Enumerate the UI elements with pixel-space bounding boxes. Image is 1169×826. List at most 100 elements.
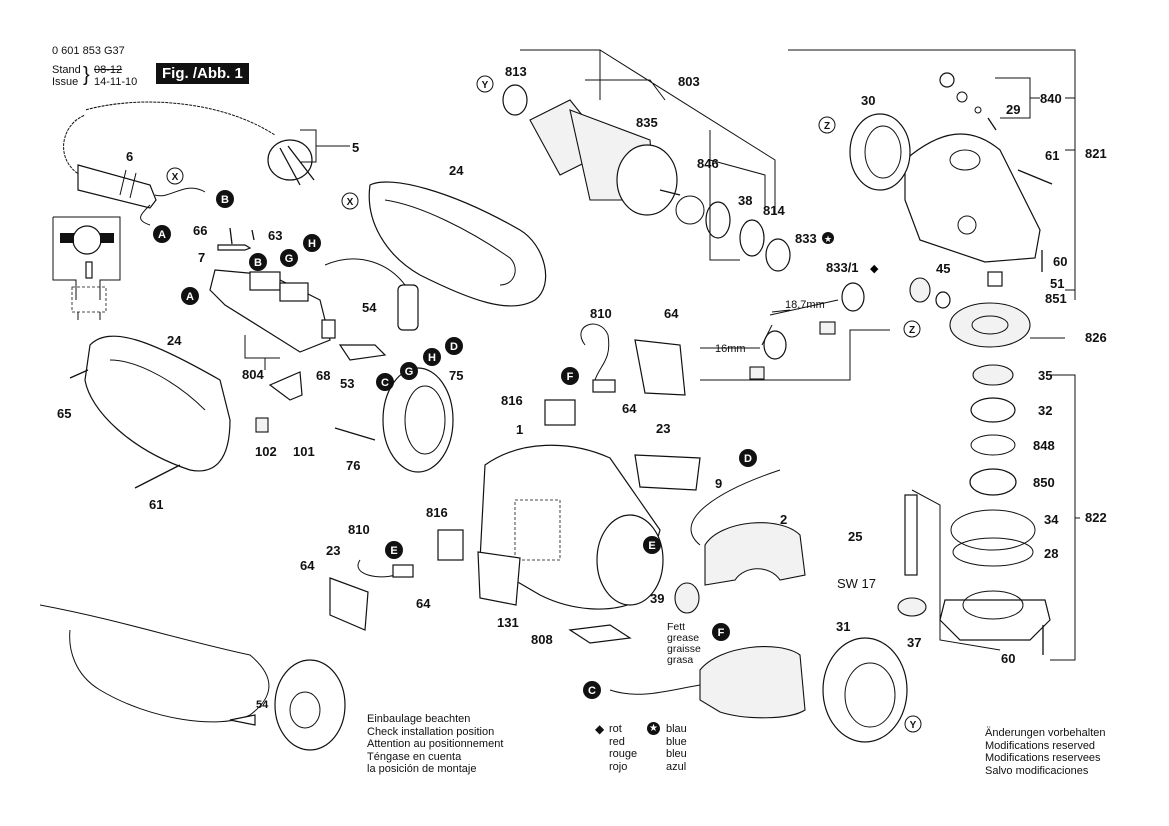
brush-insert-part-lower xyxy=(749,366,765,380)
svg-text:Z: Z xyxy=(909,325,915,336)
svg-text:B: B xyxy=(221,194,229,206)
part-label-101: 101 xyxy=(293,444,315,459)
install-note-line: Check installation position xyxy=(367,725,495,738)
connector-h: H xyxy=(303,234,321,252)
bearing-cap-part-39 xyxy=(674,582,700,614)
stand-label: Stand xyxy=(52,64,81,76)
svg-text:A: A xyxy=(186,291,194,303)
crown-gear-part-826 xyxy=(949,302,1031,348)
part-label-131: 131 xyxy=(497,615,519,630)
part-label-60b: 60 xyxy=(1001,651,1015,666)
ref-mark-x-cord: X xyxy=(166,167,184,185)
part-label-66: 66 xyxy=(193,223,207,238)
diamond-icon: ◆ xyxy=(595,722,605,736)
field-lead-c xyxy=(609,684,701,695)
part-label-808: 808 xyxy=(531,632,553,647)
label-part-808 xyxy=(568,624,632,644)
dimension-line-b xyxy=(700,324,773,349)
part-label-32: 32 xyxy=(1038,403,1052,418)
legend-red-label: rot xyxy=(609,723,622,735)
connector-f-field: F xyxy=(712,623,730,641)
part-label-51: 51 xyxy=(1050,276,1064,291)
part-label-803: 803 xyxy=(678,74,700,89)
part-label-2: 2 xyxy=(780,512,787,527)
install-note-line: la posición de montaje xyxy=(367,763,477,775)
svg-text:H: H xyxy=(308,238,316,250)
svg-text:F: F xyxy=(567,371,574,383)
wiring-schematic xyxy=(52,216,121,320)
cable-clamp-part-7 xyxy=(217,244,252,251)
carbon-brush-part-lower xyxy=(392,564,414,578)
svg-text:G: G xyxy=(285,253,294,265)
screw-76 xyxy=(334,427,376,441)
modifications-line: Modifications reservees xyxy=(985,752,1101,764)
svg-text:X: X xyxy=(347,197,354,208)
part-label-61: 61 xyxy=(149,497,163,512)
screw-61 xyxy=(1017,169,1053,185)
bearing-part-37 xyxy=(897,597,927,617)
washer-part xyxy=(705,201,731,239)
bevel-gear-part-30 xyxy=(849,113,911,191)
legend-red-label: rouge xyxy=(609,748,638,760)
part-label-45: 45 xyxy=(936,261,950,276)
ref-mark-x-housing: X xyxy=(341,192,359,210)
part-label-816: 816 xyxy=(501,393,523,408)
spindle-part-25 xyxy=(904,494,918,576)
armature-part xyxy=(502,84,681,216)
reference-marks: X X Y Y Z Z xyxy=(166,75,922,733)
air-guide-ring-part-31 xyxy=(822,637,908,743)
brush-holder-part-75 xyxy=(382,367,454,473)
brush-holder-part-816 xyxy=(544,399,576,426)
install-note-line: Attention au positionnement xyxy=(367,738,504,750)
part-label-814: 814 xyxy=(763,203,785,218)
part-label-840: 840 xyxy=(1040,91,1062,106)
part-label-851: 851 xyxy=(1045,291,1067,306)
field-coil-part-upper xyxy=(704,522,806,586)
connector-a: A xyxy=(153,225,171,243)
cord-grommet-part xyxy=(77,164,157,209)
lock-button-part-101 xyxy=(268,371,303,401)
legend-red-label: red xyxy=(609,735,625,748)
screw-63 xyxy=(251,229,255,241)
capacitor-part xyxy=(324,258,419,331)
part-label-813: 813 xyxy=(505,64,527,79)
leader-822 xyxy=(1050,374,1080,661)
spindle-lock-cap-part xyxy=(939,72,955,88)
part-label-30: 30 xyxy=(861,93,875,108)
part-label-64d: 64 xyxy=(416,596,431,611)
ref-mark-z-bearing: Z xyxy=(903,320,921,338)
connector-c-field: C xyxy=(583,681,601,699)
ball-bearing-part-814 xyxy=(765,238,791,272)
stand-date: 08-12 xyxy=(94,64,123,76)
o-ring-part-29 xyxy=(974,106,982,114)
nut-part-45 xyxy=(935,291,951,309)
install-note-line: Téngase en cuenta xyxy=(367,750,462,763)
install-note: Einbaulage beachten Check installation p… xyxy=(367,713,503,776)
svg-text:G: G xyxy=(405,366,414,378)
spring-part-102 xyxy=(255,417,269,433)
svg-text:E: E xyxy=(390,545,397,557)
rear-housing-part-lower xyxy=(69,335,231,489)
leader-821 xyxy=(788,49,1076,300)
part-label-9: 9 xyxy=(715,476,722,491)
lock-pin-part xyxy=(987,117,997,131)
brush-insert-part xyxy=(819,321,836,335)
legend-red-label: rojo xyxy=(609,760,628,773)
plug-part xyxy=(267,139,315,186)
part-label-53: 53 xyxy=(340,376,354,391)
part-label-816b: 816 xyxy=(426,505,448,520)
dimension-18-7mm: 18,7mm xyxy=(785,299,825,311)
carbon-brush-lead-810 xyxy=(580,323,610,381)
svg-text:Y: Y xyxy=(910,720,917,731)
ref-mark-y-airguide: Y xyxy=(904,715,922,733)
wire-a xyxy=(140,204,151,226)
leader-bracket xyxy=(700,329,890,381)
bearing-flange-part xyxy=(939,590,1051,641)
brush-cover-part-23-lower xyxy=(329,577,369,631)
carbon-brush-part xyxy=(592,379,616,393)
installation-inset-drawing xyxy=(39,604,346,751)
legend-blue-label: blue xyxy=(666,735,687,748)
part-label-1: 1 xyxy=(516,422,523,437)
part-label-54b: 54 xyxy=(256,699,269,711)
